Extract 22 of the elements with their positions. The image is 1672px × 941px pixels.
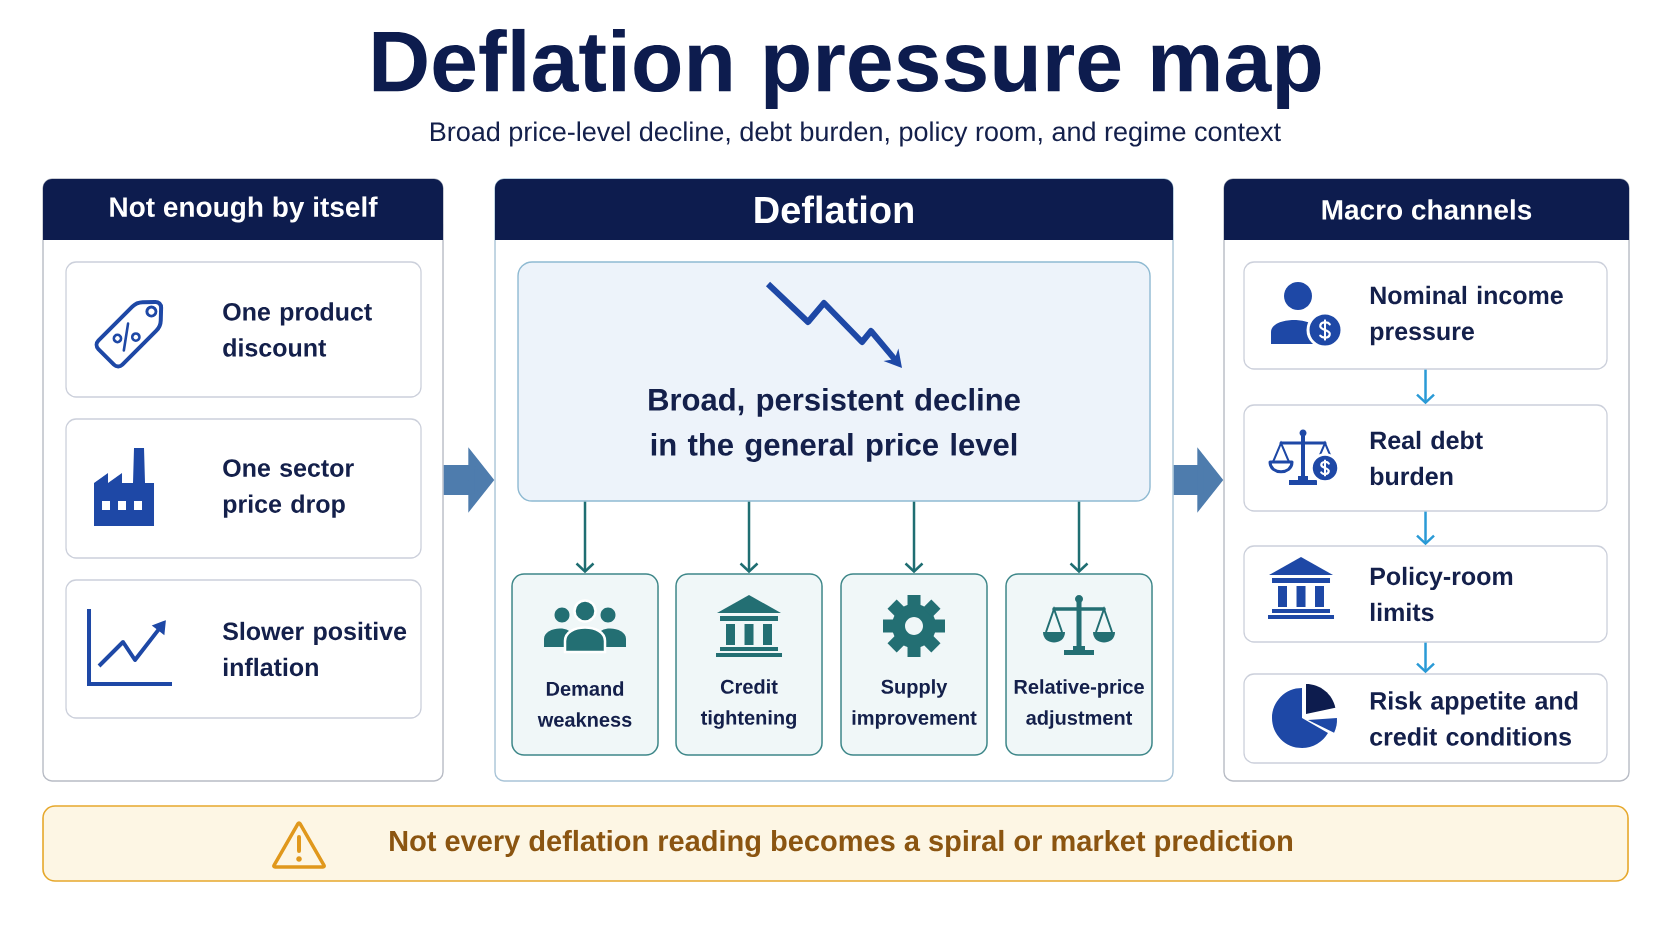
highlight-box: Broad, persistent decline in the general price level bbox=[517, 261, 1151, 502]
arrow bbox=[1416, 642, 1435, 674]
card: Risk appetite and credit conditions bbox=[1243, 673, 1608, 764]
arrow bbox=[1416, 369, 1435, 405]
arrow bbox=[1416, 511, 1435, 546]
card: Demand weakness bbox=[511, 573, 659, 756]
card: Policy-room limits bbox=[1243, 545, 1608, 643]
card: One product discount bbox=[65, 261, 422, 398]
card: Nominal income pressure bbox=[1243, 261, 1608, 370]
card: Slower positive inflation bbox=[65, 579, 422, 719]
arrow bbox=[904, 501, 924, 574]
subtitle: Broad price-level decline, debt burden, policy room, and regime context bbox=[431, 121, 1281, 147]
title: Deflation pressure map bbox=[373, 28, 1321, 110]
arrow bbox=[575, 501, 595, 574]
card: Real debt burden bbox=[1243, 404, 1608, 512]
card: Relative-price adjustment bbox=[1005, 573, 1153, 756]
warning-banner: Not every deflation reading becomes a spiral or market prediction bbox=[42, 805, 1629, 882]
card: Supply improvement bbox=[840, 573, 988, 756]
arrow bbox=[1069, 501, 1089, 574]
card: One sector price drop bbox=[65, 418, 422, 559]
arrow bbox=[739, 501, 759, 574]
card: Credit tightening bbox=[675, 573, 823, 756]
